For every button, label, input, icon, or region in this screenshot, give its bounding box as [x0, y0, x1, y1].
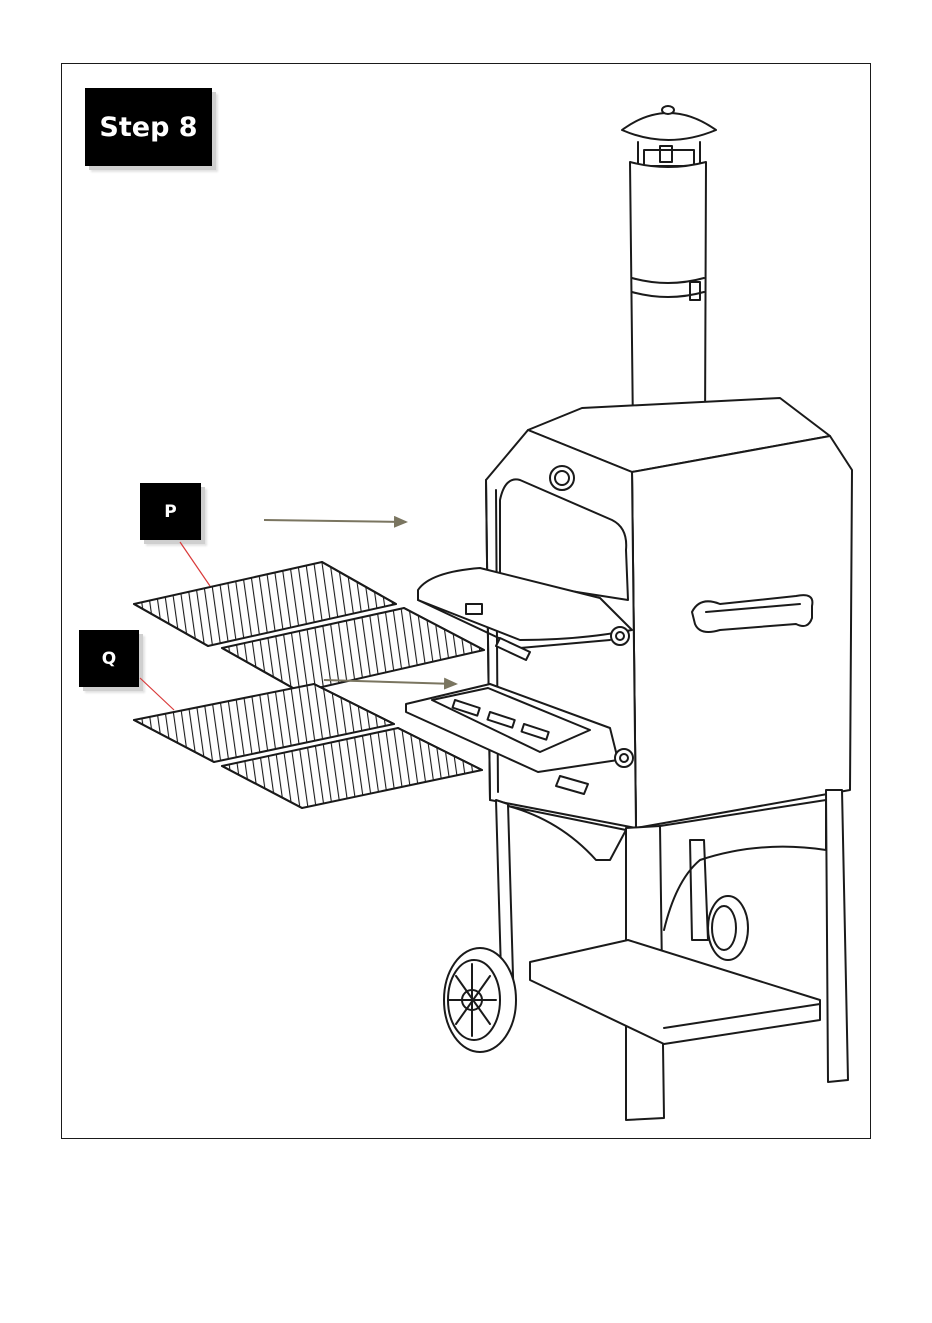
insert-arrow-p: [264, 520, 406, 522]
wheel-front: [444, 948, 516, 1052]
oven-body: [632, 436, 852, 828]
wheel-back: [708, 896, 748, 960]
chimney-cap: [622, 106, 716, 166]
leader-line-p: [180, 542, 210, 586]
leader-line-q: [140, 678, 174, 710]
cart-frame: [496, 790, 848, 1120]
